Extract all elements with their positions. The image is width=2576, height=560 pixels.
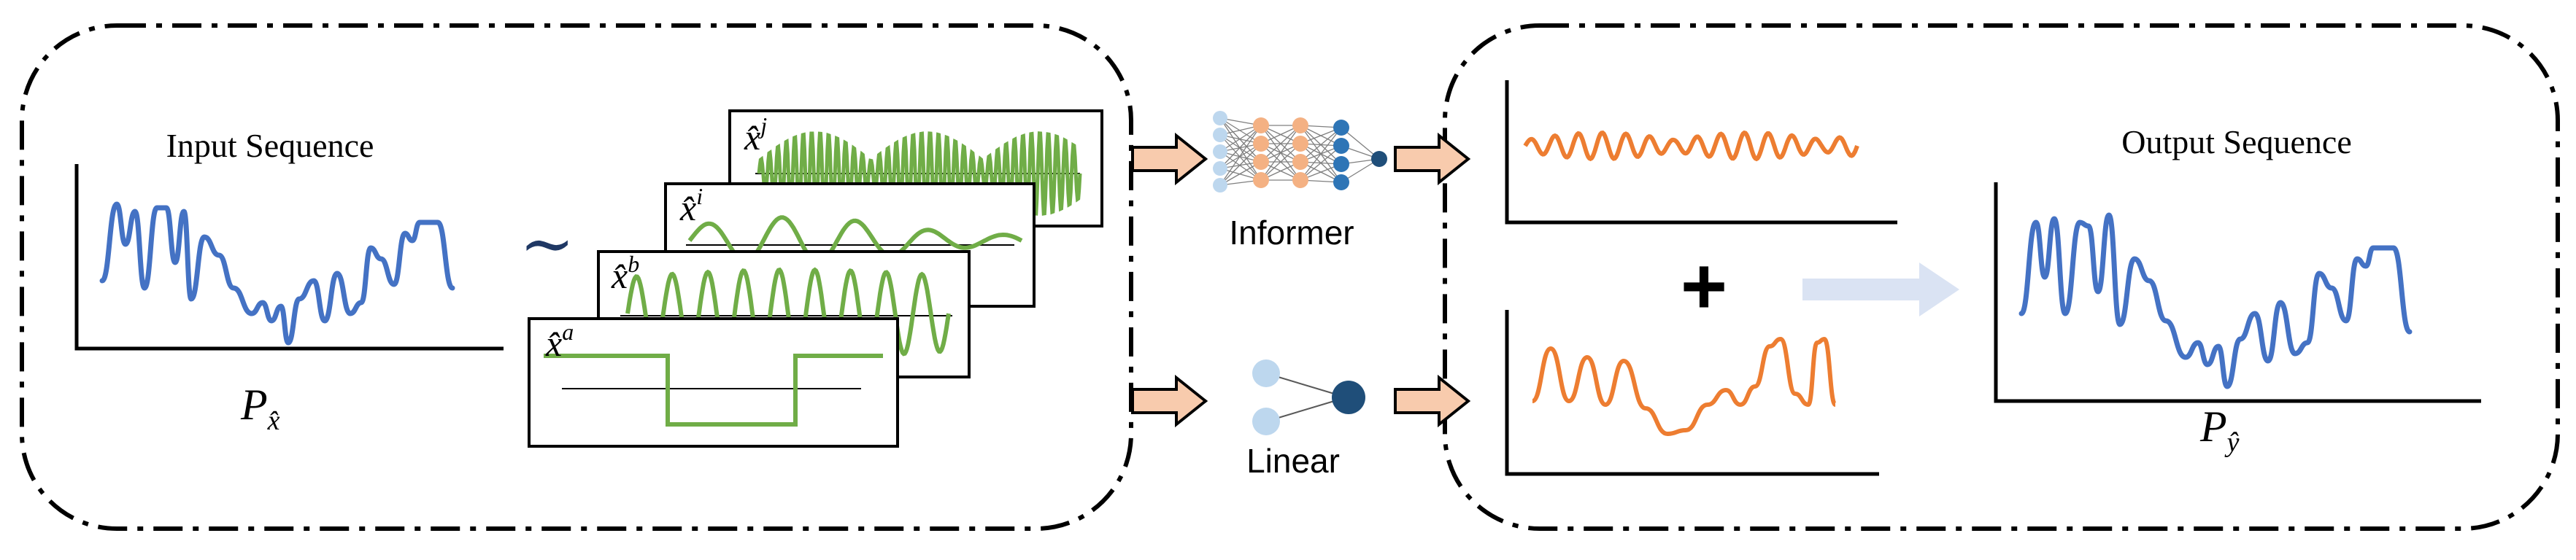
- nn-node: [1213, 144, 1227, 159]
- output-panel-frame: [1443, 23, 2560, 531]
- card-b-signal: [625, 267, 951, 360]
- input-panel-frame: [20, 23, 1133, 531]
- output-distribution-sub: ŷ: [2224, 427, 2240, 458]
- card-i-sup: i: [696, 183, 703, 209]
- output-sequence-title: Output Sequence: [2121, 123, 2352, 160]
- card-i-base: x̂: [679, 187, 696, 228]
- output-sequence-line: [2018, 212, 2413, 389]
- nn-edge: [1219, 143, 1262, 186]
- arrow-from-linear: [1394, 374, 1471, 428]
- input-sequence-line: [99, 201, 455, 346]
- linear-input-node-1: [1252, 359, 1280, 387]
- nn-node: [1333, 156, 1349, 172]
- card-a-sup: a: [562, 319, 574, 345]
- nn-nodes: [1213, 111, 1387, 192]
- output-distribution-label: Pŷ: [2199, 402, 2240, 458]
- nn-edge: [1219, 117, 1262, 163]
- tilde-icon: ∼: [520, 209, 574, 281]
- nn-edge: [1219, 134, 1262, 163]
- linear-output-line: [1531, 336, 1837, 437]
- nn-edge: [1300, 127, 1342, 163]
- card-b-sup: b: [628, 251, 639, 277]
- nn-edge: [1219, 125, 1262, 152]
- nn-edge: [1341, 127, 1380, 160]
- arrow-to-linear: [1131, 374, 1208, 428]
- card-j-sup: j: [757, 112, 767, 139]
- nn-edge: [1219, 125, 1262, 169]
- nn-node: [1213, 178, 1227, 192]
- nn-node: [1213, 161, 1227, 176]
- output-distribution-p: P: [2199, 402, 2227, 451]
- nn-edge: [1260, 125, 1301, 181]
- arrow-from-informer: [1394, 132, 1471, 186]
- card-a-base: x̂: [545, 323, 562, 364]
- nn-node: [1213, 111, 1227, 125]
- card-j-base: x̂: [744, 117, 760, 158]
- nn-edge: [1219, 117, 1262, 181]
- nn-edge: [1219, 134, 1262, 181]
- linear-output-node: [1332, 381, 1365, 414]
- faded-combine-arrow: [1802, 262, 1959, 316]
- nn-edge: [1260, 125, 1301, 163]
- card-j-label: x̂j: [744, 112, 767, 158]
- nn-node: [1333, 138, 1349, 154]
- linear-output-axes: [1505, 310, 1879, 476]
- linear-network-icon: [1252, 359, 1365, 435]
- nn-node: [1253, 154, 1269, 170]
- neural-network-icon: [1213, 111, 1387, 192]
- nn-edge: [1219, 117, 1262, 144]
- card-a-signal: [544, 354, 883, 427]
- linear-output-plot: [1505, 310, 1879, 476]
- input-distribution-label: Px̂: [240, 381, 280, 436]
- nn-node: [1371, 151, 1387, 167]
- nn-edge: [1219, 151, 1262, 181]
- component-card-a: x̂a: [528, 317, 899, 448]
- nn-edge: [1260, 143, 1301, 181]
- nn-edge: [1219, 125, 1262, 186]
- card-a-frame: [528, 317, 899, 448]
- informer-output-line: [1523, 130, 1859, 162]
- nn-node: [1253, 117, 1269, 133]
- nn-node: [1292, 117, 1308, 133]
- input-distribution-p: P: [240, 381, 268, 429]
- output-sequence-plot: Output Sequence Pŷ: [1994, 123, 2481, 458]
- nn-node: [1333, 174, 1349, 190]
- output-plot-axes: [1994, 182, 2481, 403]
- linear-input-node-2: [1252, 408, 1280, 435]
- informer-output-plot: [1505, 80, 1897, 225]
- input-sequence-title: Input Sequence: [166, 127, 374, 164]
- input-plot-axes: [74, 164, 504, 351]
- nn-edge: [1300, 127, 1342, 181]
- card-i-label: x̂i: [679, 183, 703, 228]
- nn-node: [1292, 172, 1308, 188]
- nn-node: [1333, 120, 1349, 136]
- nn-node: [1292, 154, 1308, 170]
- arrow-to-informer: [1131, 132, 1208, 186]
- card-a-label: x̂a: [545, 319, 574, 364]
- card-b-base: x̂: [611, 255, 628, 296]
- card-b-label: x̂b: [611, 251, 639, 296]
- nn-edge: [1300, 145, 1342, 181]
- nn-node: [1292, 136, 1308, 152]
- input-sequence-plot: Input Sequence Px̂: [74, 127, 504, 436]
- input-distribution-sub: x̂: [267, 405, 280, 436]
- informer-output-axes: [1505, 80, 1897, 225]
- nn-node: [1253, 172, 1269, 188]
- plus-icon: +: [1681, 241, 1727, 331]
- nn-node: [1213, 128, 1227, 142]
- informer-label: Informer: [1229, 214, 1354, 252]
- nn-node: [1253, 136, 1269, 152]
- linear-label: Linear: [1246, 442, 1340, 480]
